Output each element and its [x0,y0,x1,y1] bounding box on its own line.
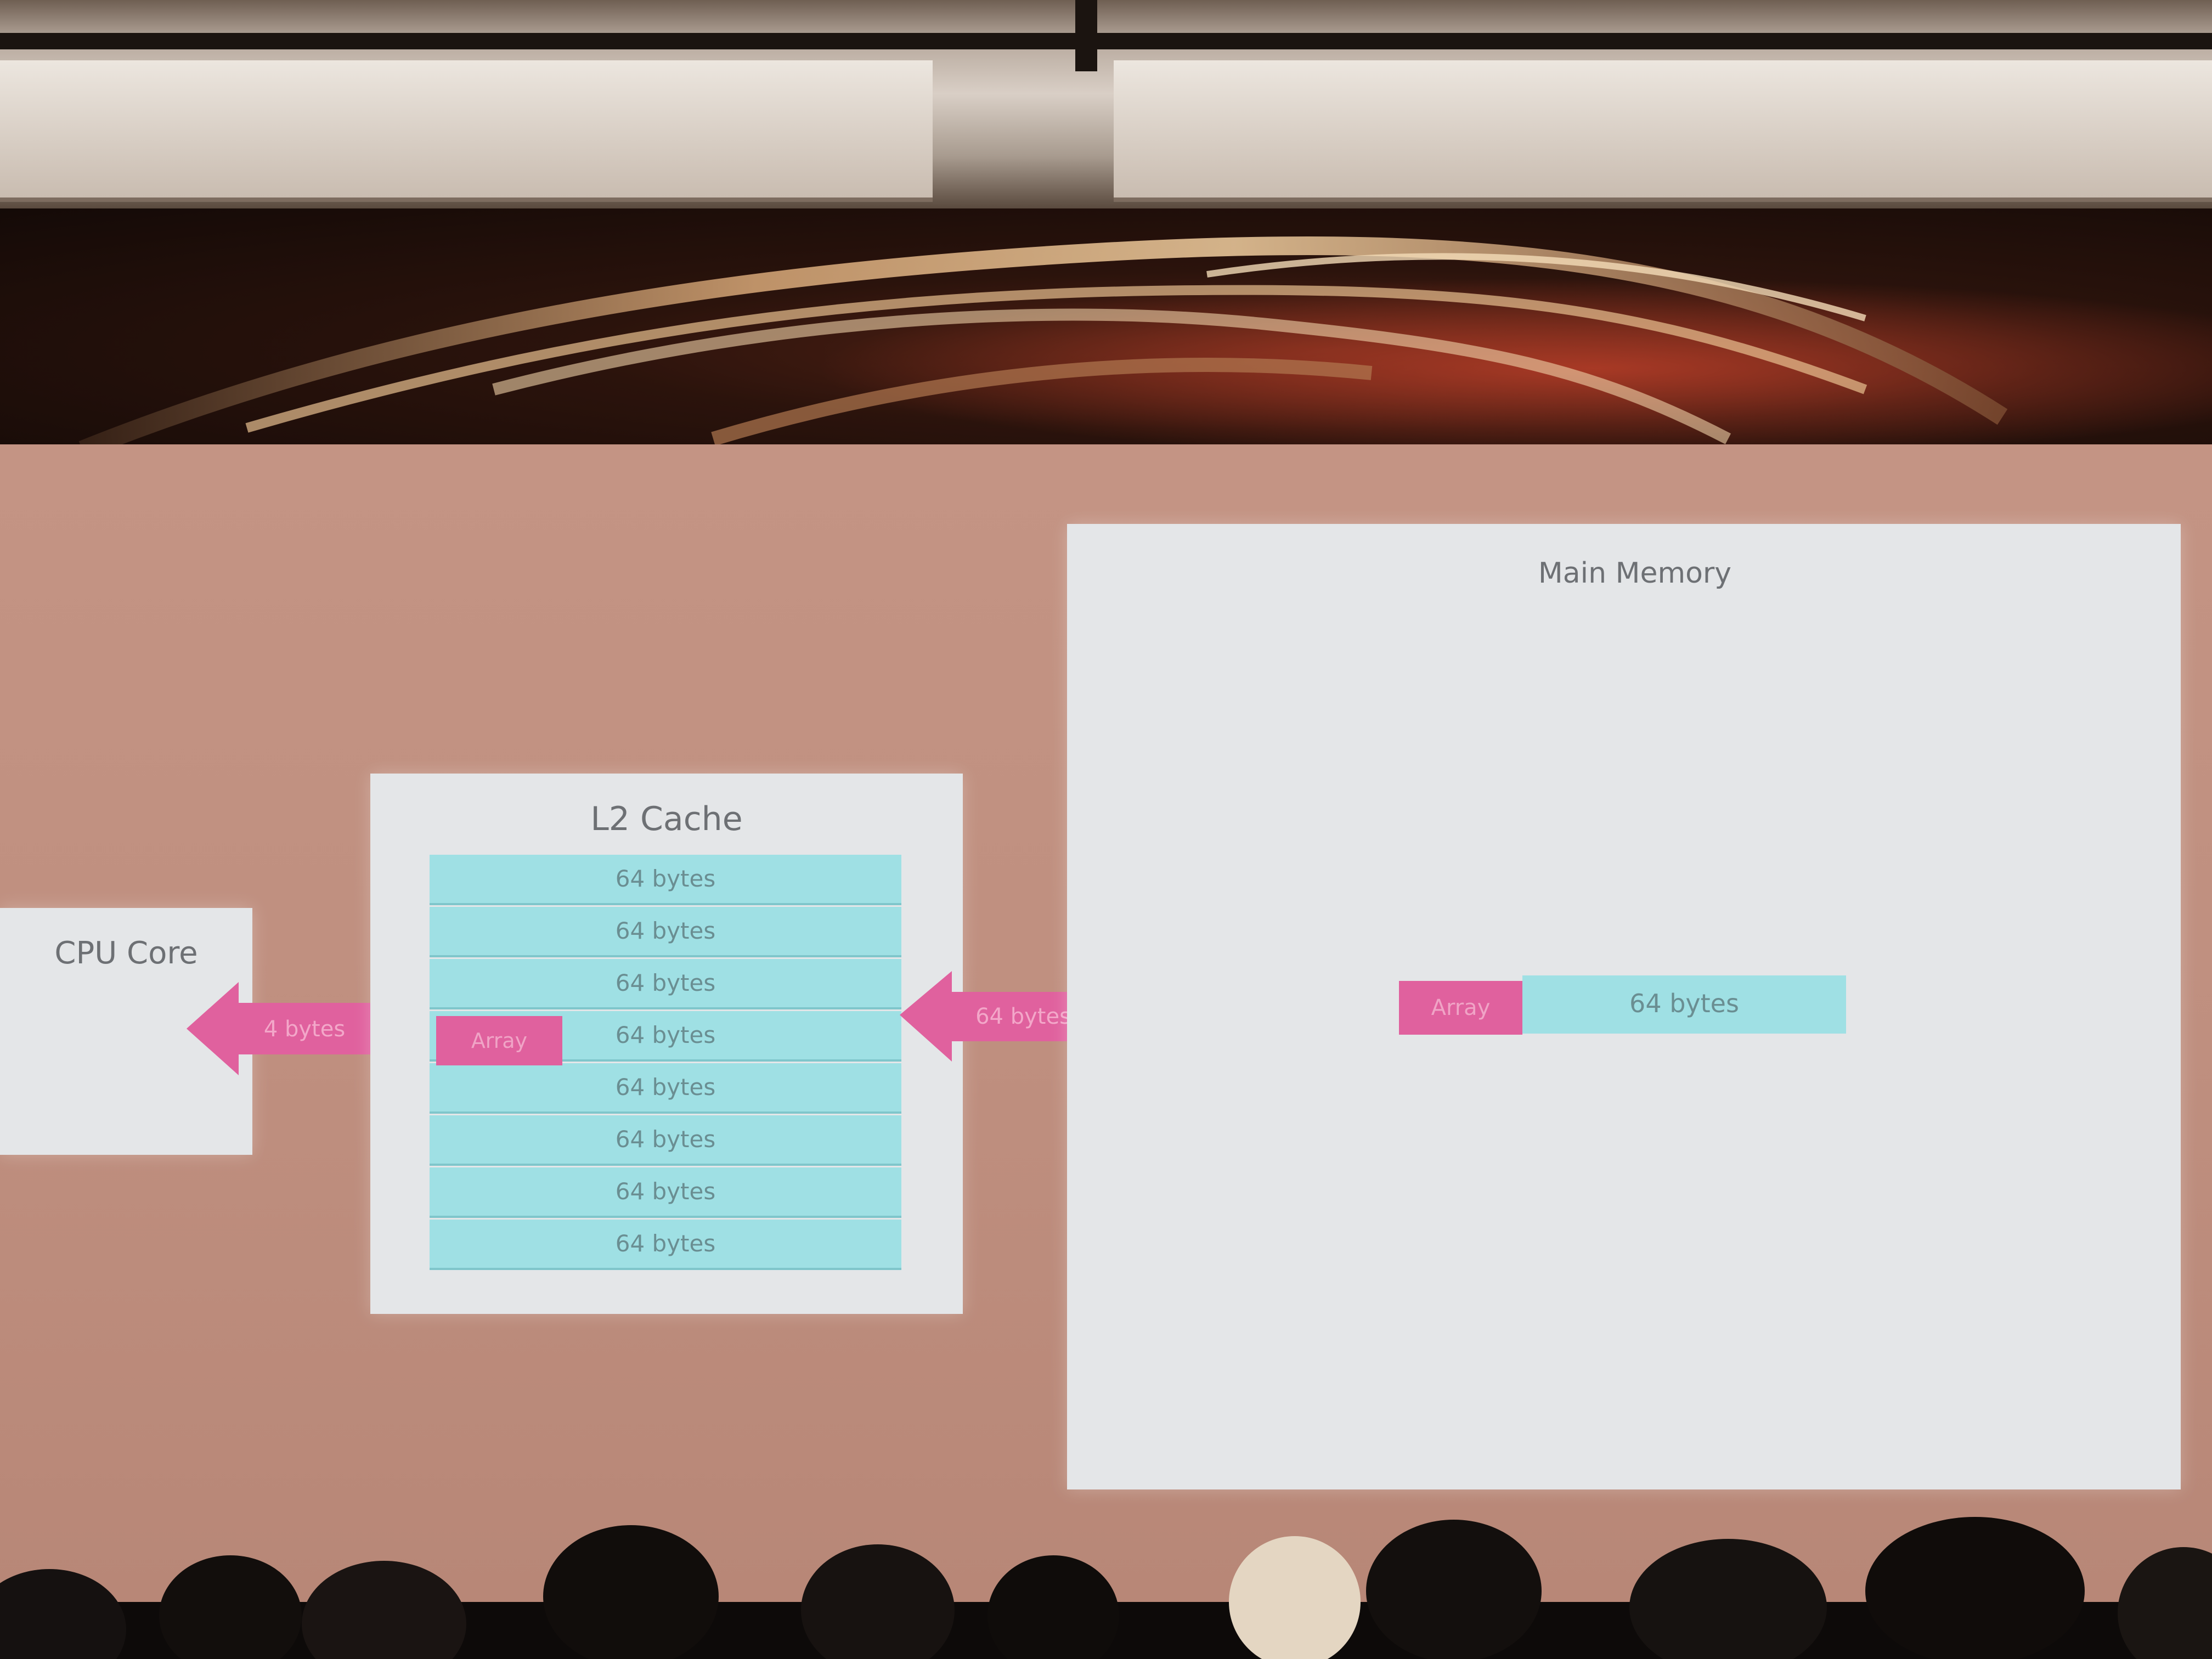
cpu-core-title: CPU Core [54,935,198,971]
memory-array-tag: Array [1399,981,1522,1035]
cache-line: 64 bytes [430,1115,901,1166]
ceiling-beam [0,33,2212,49]
abstract-swirl-graphic [0,208,2212,466]
cache-lines: 64 bytes 64 bytes 64 bytes 64 bytes 64 b… [430,855,901,1283]
audience-heads [0,1517,2212,1659]
l2-cache-title: L2 Cache [590,800,743,838]
main-memory-box: Main Memory Array 64 bytes [1067,524,2181,1489]
array-tag: Array [436,1016,562,1065]
cache-line: 64 bytes [430,907,901,957]
cache-line: 64 bytes [430,1167,901,1218]
arrow-left-label: 4 bytes [264,1017,345,1042]
cache-line: 64 bytes [430,1063,901,1114]
cache-line: 64 bytes [430,959,901,1009]
arrow-right-label: 64 bytes [975,1004,1071,1029]
ceiling-light-panel [1114,60,2212,202]
cache-line: 64 bytes [430,1220,901,1270]
arrow-to-cpu: 4 bytes [187,982,395,1075]
decorative-banner [0,208,2212,466]
arrow-to-cache: 64 bytes [900,971,1100,1062]
ceiling-light-panel [0,60,933,202]
memory-line: 64 bytes [1522,975,1846,1034]
ceiling [0,0,2212,208]
l2-cache-box: L2 Cache 64 bytes 64 bytes 64 bytes 64 b… [370,774,963,1314]
ceiling-post [1075,0,1097,71]
main-memory-title: Main Memory [1538,557,1732,590]
cache-line: 64 bytes [430,855,901,905]
